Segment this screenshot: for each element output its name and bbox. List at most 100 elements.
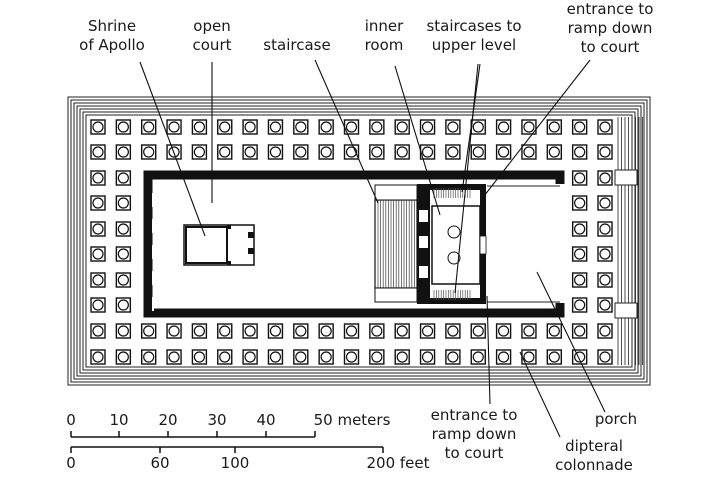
leader-lines <box>139 59 606 438</box>
column-drum <box>599 146 611 158</box>
column-drum <box>599 274 611 286</box>
column-drum <box>371 351 383 363</box>
column-drum <box>320 351 332 363</box>
column-drum <box>117 274 129 286</box>
column-drum <box>92 325 104 337</box>
pilaster-gap <box>321 183 335 185</box>
column-drum <box>143 121 155 133</box>
meters-end-label: 50 meters <box>313 411 391 429</box>
column-drum <box>244 121 256 133</box>
column-drum <box>219 121 231 133</box>
label-porch: porch <box>594 410 638 428</box>
leader-staircase <box>314 59 379 204</box>
column-drum <box>371 146 383 158</box>
ramp-landing <box>614 302 638 319</box>
column-drum <box>345 351 358 363</box>
leader-staircases <box>461 63 481 193</box>
column-drum <box>371 121 383 133</box>
column-drum <box>295 325 307 337</box>
column-drum <box>295 351 307 363</box>
column-drum <box>168 325 180 337</box>
column-drum <box>574 197 586 209</box>
column-drum <box>92 299 104 311</box>
column-drum <box>193 121 205 133</box>
column-drum <box>574 299 586 311</box>
column-drum <box>396 325 408 337</box>
column-drum <box>599 248 611 260</box>
pilaster-gap <box>295 183 309 185</box>
column-drum <box>92 197 104 209</box>
column-drum <box>117 299 129 311</box>
inner-room-column <box>447 225 461 239</box>
column-drum <box>599 325 611 337</box>
pilaster-gap <box>243 183 257 185</box>
column-drum <box>523 121 535 133</box>
platform-step <box>70 99 648 383</box>
column-drum <box>193 146 205 158</box>
column-drum <box>168 351 180 363</box>
column-drum <box>345 121 358 133</box>
column-drum <box>472 351 484 363</box>
column-drum <box>574 121 586 133</box>
column-drum <box>269 351 282 363</box>
column-drum <box>548 121 560 133</box>
pilaster-gap <box>217 302 231 304</box>
column-drum <box>269 121 282 133</box>
pilaster-gap <box>295 302 309 304</box>
column-drum <box>168 121 180 133</box>
pilaster-gap <box>243 302 257 304</box>
pilaster-gap <box>399 302 413 304</box>
pilaster-gap <box>152 193 154 207</box>
pilaster-gap <box>152 271 154 285</box>
leader-staircases <box>454 63 479 294</box>
label-staircase: staircase <box>263 36 331 54</box>
column-drum <box>574 172 586 184</box>
column-drum <box>320 146 332 158</box>
meters-tick-label: 30 <box>207 411 227 429</box>
column-drum <box>117 172 129 184</box>
pilaster-gap <box>152 245 154 259</box>
column-drum <box>523 351 535 363</box>
column-drum <box>523 325 535 337</box>
pilaster-gap <box>217 183 231 185</box>
platform-step <box>79 108 639 374</box>
feet-end-label: 200 feet <box>366 454 430 472</box>
column-drum <box>599 121 611 133</box>
column-drum <box>472 146 484 158</box>
column-drum <box>269 146 282 158</box>
pilaster-gap <box>152 297 154 311</box>
column-drum <box>219 146 231 158</box>
leader-entrance-bottom <box>486 295 491 405</box>
feet-tick-label: 100 <box>220 454 250 472</box>
cella <box>143 170 565 318</box>
platform-step <box>82 111 636 371</box>
leader-inner-room <box>394 65 441 216</box>
column-drum <box>193 351 205 363</box>
meters-tick-label: 0 <box>66 411 76 429</box>
leader-entrance-top <box>483 59 591 197</box>
pilaster-gap <box>347 183 361 185</box>
column-drum <box>548 351 560 363</box>
column-drum <box>371 325 383 337</box>
column-drum <box>92 146 104 158</box>
column-drum <box>574 146 586 158</box>
pilaster-gap <box>165 183 179 185</box>
pilaster-gap <box>191 183 205 185</box>
pilaster-gap <box>191 302 205 304</box>
feet-tick-label: 0 <box>66 454 76 472</box>
column-drum <box>320 121 332 133</box>
column-drum <box>143 146 155 158</box>
column-drum <box>498 146 510 158</box>
pilaster-gap <box>152 219 154 233</box>
column-drum <box>574 274 586 286</box>
column-drum <box>447 325 459 337</box>
ramp-landing <box>614 169 638 186</box>
column-drum <box>498 325 510 337</box>
column-drum <box>92 223 104 235</box>
pilaster-gap <box>165 302 179 304</box>
pilaster-gap <box>269 302 283 304</box>
